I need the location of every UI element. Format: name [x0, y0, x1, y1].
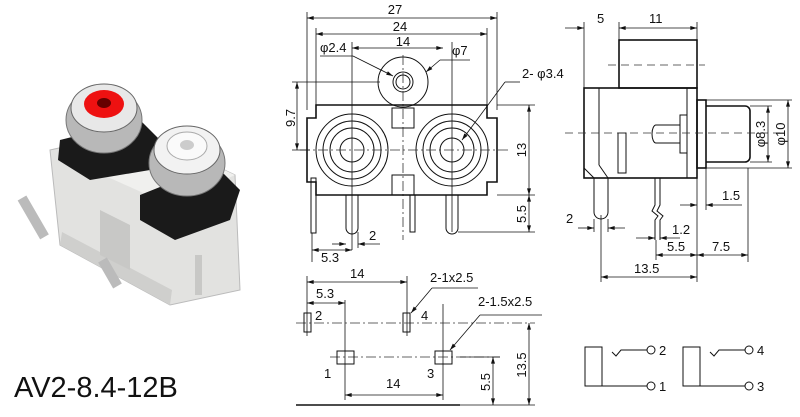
- schematic-pin-2: 2: [659, 343, 666, 358]
- dim-overall-width: 27: [388, 2, 402, 17]
- dim-top-pitch: 14: [350, 266, 364, 281]
- dim-boss-height: 9.7: [283, 109, 298, 127]
- dim-outer-diameter: φ10: [773, 123, 788, 146]
- dim-side-offset: 5.3: [321, 250, 339, 265]
- dim-row-offset: 5.5: [478, 373, 493, 391]
- dim-boss: φ7: [452, 43, 468, 58]
- dim-slot-small: 2-1x2.5: [430, 270, 473, 285]
- dim-pin-length: 5.5: [514, 205, 529, 223]
- dim-top: 11: [649, 11, 663, 26]
- dim-rear: 5: [597, 11, 604, 26]
- side-view: 5 11 φ8.3 φ10 1.5 1.2 5.5 7.5 13.5 2: [565, 11, 792, 282]
- dim-pin-thickness: 1.2: [672, 222, 690, 237]
- pcb-footprint: 14 5.3 2 4 1 3 2-1x2.5 2-1.5x2.5 14 5.5 …: [296, 266, 542, 406]
- schematic-pin-1: 1: [659, 379, 666, 394]
- pin-label-2: 2: [315, 308, 322, 323]
- dim-bottom-pitch: 14: [386, 376, 400, 391]
- dim-depth: 13.5: [634, 261, 659, 276]
- product-photo: [17, 83, 241, 306]
- dim-body-height: 13: [514, 143, 529, 157]
- dim-pin-width: 2: [369, 228, 376, 243]
- dim-pitch: 14: [396, 34, 410, 49]
- dim-pin-offset: 5.5: [667, 239, 685, 254]
- dim-body-width: 24: [393, 19, 407, 34]
- dim-flange: 1.5: [722, 188, 740, 203]
- pin-label-1: 1: [324, 366, 331, 381]
- pin-label-4: 4: [421, 308, 428, 323]
- front-view: 27 24 14 φ2.4 φ7 2- φ3.4 9.7 13 5.5 2: [283, 2, 564, 265]
- dim-nose: 7.5: [712, 239, 730, 254]
- dim-slot-large: 2-1.5x2.5: [478, 294, 532, 309]
- dim-side-pin-width: 2: [566, 211, 573, 226]
- schematic-pin-3: 3: [757, 379, 764, 394]
- dim-row-spacing: 13.5: [514, 352, 529, 377]
- schematic: 2 1 4 3: [584, 343, 764, 394]
- dim-small-hole: φ2.4: [320, 40, 347, 55]
- dim-mount-holes: 2- φ3.4: [522, 66, 564, 81]
- model-title: AV2-8.4-12B: [14, 372, 178, 404]
- dim-inner-diameter: φ8.3: [753, 121, 768, 148]
- dim-offset: 5.3: [316, 286, 334, 301]
- schematic-pin-4: 4: [757, 343, 764, 358]
- pin-label-3: 3: [427, 366, 434, 381]
